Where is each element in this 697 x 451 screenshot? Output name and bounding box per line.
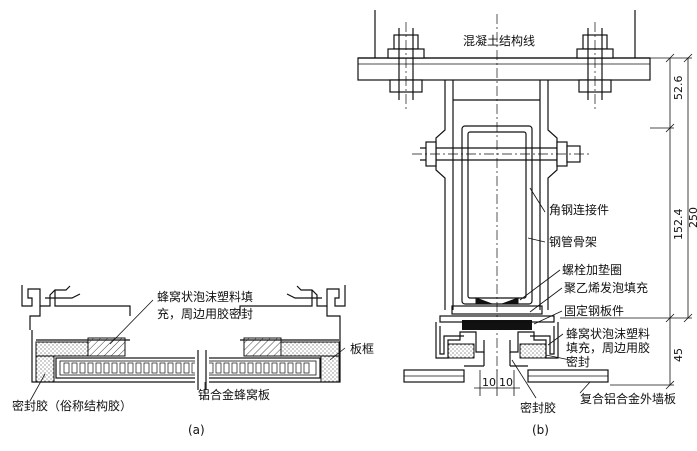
honeycomb-cell [231, 362, 238, 374]
label-b-composite-panel: 复合铝合金外墙板 [580, 391, 676, 406]
label-a-honeycomb-foam-fill-cont: 充，周边用胶密封 [157, 306, 253, 321]
label-a-honeycomb-foam-fill: 蜂窝状泡沫塑料填 [157, 289, 253, 304]
right-panel-frame [239, 285, 346, 330]
panel-frame-right [509, 322, 559, 359]
honeycomb-cell [247, 362, 254, 374]
honeycomb-cell [135, 362, 142, 374]
label-b-sealant: 密封胶 [520, 400, 556, 415]
label-b-honeycomb-fill-2: 填充，周边用胶 [566, 340, 650, 355]
right-anchor-bolt [576, 22, 614, 112]
composite-wall-panel [403, 352, 609, 383]
label-a-aluminum-honeycomb-panel: 铝合金蜂窝板 [198, 387, 270, 402]
horizontal-dimension [474, 370, 520, 396]
honeycomb-panel [55, 357, 321, 379]
honeycomb-cell [127, 362, 134, 374]
honeycomb-cell [303, 362, 310, 374]
honeycomb-cell [71, 362, 78, 374]
honeycomb-cell [87, 362, 94, 374]
honeycomb-cell [119, 362, 126, 374]
figure-b: 52.6 152.4 250 45 10 10 混凝土结构线 角钢连接件 钢管骨… [357, 10, 697, 437]
left-panel-frame [21, 285, 131, 330]
left-sealant-b [447, 343, 475, 359]
cross-bolt [412, 141, 590, 167]
label-b-angle-connector: 角钢连接件 [549, 202, 609, 217]
bottom-bolt-washer [451, 297, 543, 315]
honeycomb-cell [287, 362, 294, 374]
dim-52-6: 52.6 [672, 76, 685, 101]
label-b-honeycomb-fill-1: 蜂窝状泡沫塑料 [566, 326, 650, 341]
left-foam-fill [87, 337, 126, 357]
right-sealant-b [519, 343, 547, 359]
label-a-panel-frame: 板框 [350, 342, 374, 356]
honeycomb-cell [95, 362, 102, 374]
left-sealant [35, 341, 89, 357]
dim-10-right: 10 [499, 376, 513, 389]
panel-frame-left [435, 322, 485, 359]
figure-a: 蜂窝状泡沫塑料填 充，周边用胶密封 板框 铝合金蜂窝板 密封胶（俗称结构胶） (… [12, 285, 374, 437]
label-b-fixed-plate: 固定钢板件 [564, 303, 624, 318]
honeycomb-cell [271, 362, 278, 374]
right-sealant [280, 341, 340, 357]
dim-10-left: 10 [482, 376, 496, 389]
dim-152-4: 152.4 [672, 209, 685, 241]
honeycomb-cell [239, 362, 246, 374]
honeycomb-cell [159, 362, 166, 374]
label-b-steel-tube: 钢管骨架 [549, 234, 597, 249]
honeycomb-cell [183, 362, 190, 374]
left-sealant-lower [35, 355, 55, 383]
label-b-honeycomb-fill-3: 密封 [566, 354, 590, 369]
honeycomb-cell [111, 362, 118, 374]
honeycomb-cell [151, 362, 158, 374]
honeycomb-cell [175, 362, 182, 374]
label-a-sealant: 密封胶（俗称结构胶） [12, 398, 132, 413]
honeycomb-cell [255, 362, 262, 374]
honeycomb-cell [295, 362, 302, 374]
honeycomb-cell [223, 362, 230, 374]
honeycomb-cell [215, 362, 222, 374]
honeycomb-cell [79, 362, 86, 374]
label-b-bolt-washer: 螺栓加垫圈 [562, 262, 622, 277]
right-foam-fill [243, 337, 282, 357]
dim-45: 45 [672, 348, 685, 362]
label-b-concrete-line: 混凝土结构线 [463, 33, 535, 48]
honeycomb-cell [103, 362, 110, 374]
label-b-pe-foam: 聚乙烯发泡填充 [564, 280, 648, 295]
left-anchor-bolt [387, 22, 425, 112]
caption-b: (b) [532, 423, 549, 437]
fixed-steel-plate [462, 320, 532, 330]
vertical-dimension [560, 53, 693, 390]
caption-a: (a) [188, 423, 205, 437]
honeycomb-cell [279, 362, 286, 374]
honeycomb-cell [167, 362, 174, 374]
honeycomb-cell [63, 362, 70, 374]
dim-250: 250 [687, 207, 697, 228]
honeycomb-cell [143, 362, 150, 374]
honeycomb-cell [263, 362, 270, 374]
